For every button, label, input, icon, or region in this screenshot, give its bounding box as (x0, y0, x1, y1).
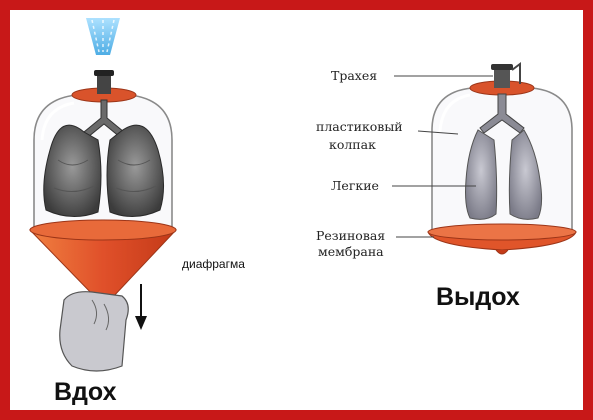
bell-jar-label-line1: пластиковый (316, 120, 403, 134)
exhale-model (392, 64, 576, 254)
membrane-label-line2: мембрана (318, 245, 384, 259)
lungs-label: Легкие (331, 179, 379, 193)
inhale-model (30, 18, 176, 371)
trachea-label: Трахея (331, 69, 377, 83)
pull-down-arrow-icon (135, 284, 147, 330)
membrane-label-line1: Резиновая (316, 229, 385, 243)
exhale-title: Выдох (436, 283, 520, 312)
bell-jar-label-line2: колпак (329, 138, 376, 152)
diaphragm-label: диафрагма (182, 257, 245, 271)
air-stream-icon (86, 18, 120, 55)
inhale-title: Вдох (54, 378, 116, 407)
